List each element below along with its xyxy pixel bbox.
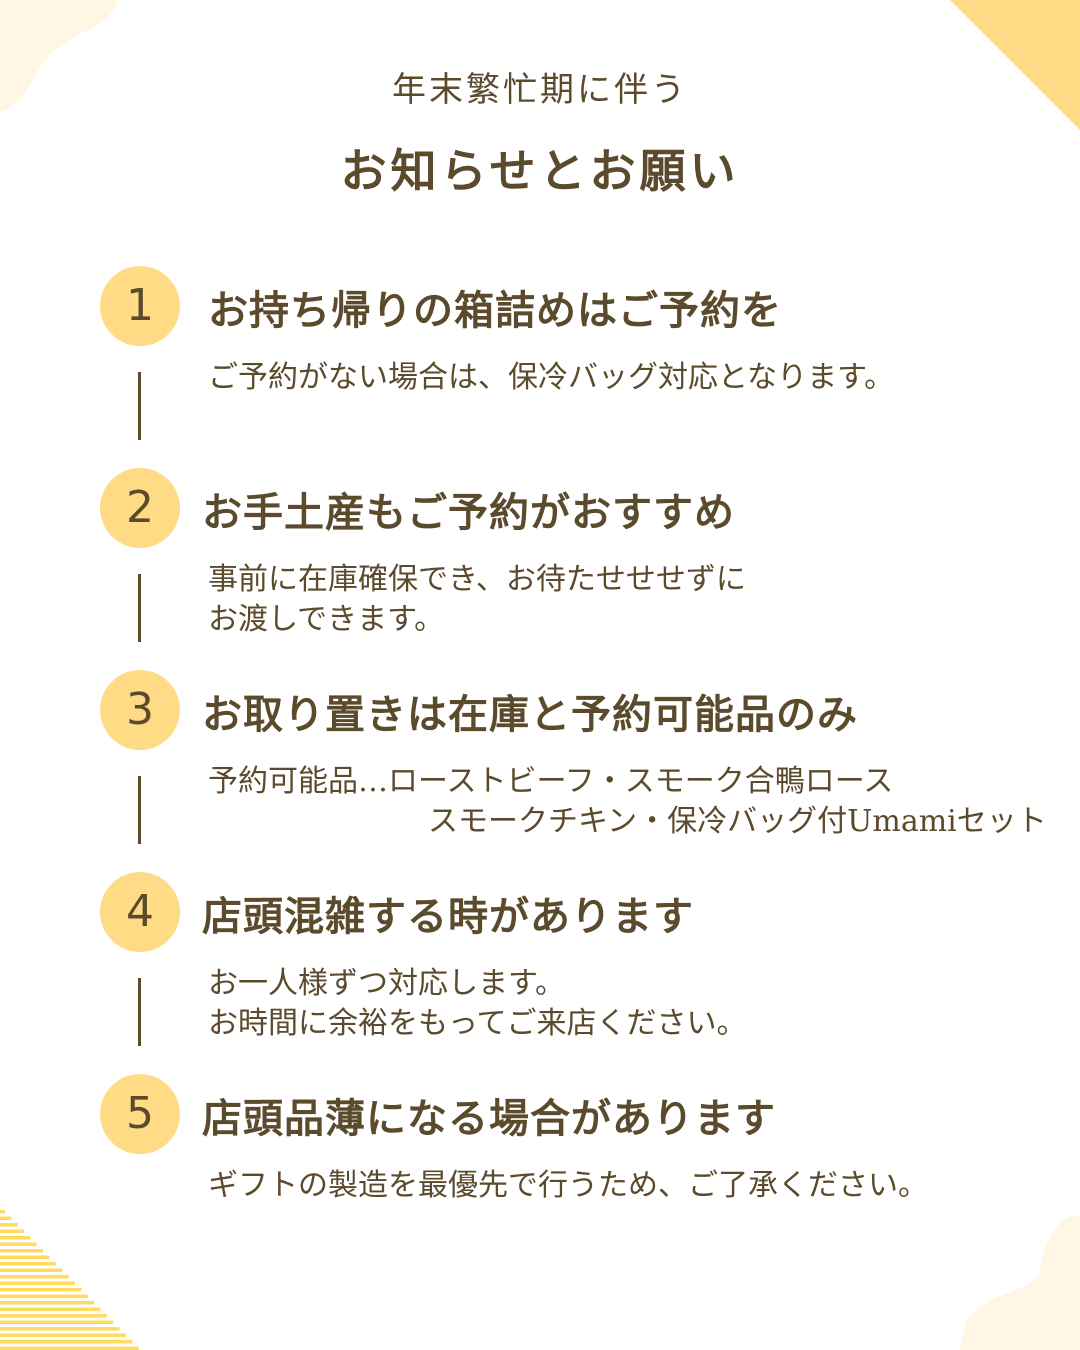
top-right-triangle-decoration — [950, 0, 1080, 130]
notice-heading: お手土産もご予約がおすすめ — [202, 489, 735, 536]
number-badge: 2 — [100, 468, 180, 548]
stripe — [0, 1242, 37, 1246]
page-subtitle: 年末繁忙期に伴う — [392, 70, 688, 110]
stripe — [0, 1327, 120, 1331]
notice-heading: 店頭品薄になる場合があります — [202, 1095, 776, 1142]
notice-heading: お取り置きは在庫と予約可能品のみ — [202, 691, 858, 738]
stripe — [0, 1294, 88, 1298]
description-line: 事前に在庫確保でき、お待たせせせずに — [208, 562, 746, 597]
stripe — [0, 1236, 31, 1240]
stripe — [0, 1346, 139, 1350]
stripe — [0, 1255, 50, 1259]
stripe — [0, 1262, 56, 1266]
stripe — [0, 1314, 107, 1318]
number-badge: 3 — [100, 670, 180, 750]
stripe — [0, 1229, 25, 1233]
stripe — [0, 1249, 44, 1253]
description-line: お一人様ずつ対応します。 — [208, 966, 565, 1001]
description-line: スモークチキン・保冷バッグ付Umamiセット — [428, 804, 1047, 839]
stripe — [0, 1307, 101, 1311]
divider-line — [138, 372, 141, 440]
stripe — [0, 1216, 12, 1220]
top-left-blob-decoration — [0, 0, 118, 112]
stripe — [0, 1333, 126, 1337]
stripe — [0, 1275, 69, 1279]
stripe — [0, 1268, 63, 1272]
number-badge: 4 — [100, 872, 180, 952]
description-line: お時間に余裕をもってご来店ください。 — [208, 1006, 747, 1041]
notice-description: 事前に在庫確保でき、お待たせせせずにお渡しできます。 — [208, 560, 746, 640]
notice-description: ギフトの製造を最優先で行うため、ご了承ください。 — [208, 1166, 928, 1206]
stripe — [0, 1340, 133, 1344]
notice-description: 予約可能品…ローストビーフ・スモーク合鴨ローススモークチキン・保冷バッグ付Uma… — [208, 762, 1047, 842]
stripe — [0, 1210, 5, 1214]
divider-line — [138, 978, 141, 1046]
stripe — [0, 1281, 75, 1285]
stripe — [0, 1288, 82, 1292]
stripe — [0, 1301, 95, 1305]
notice-heading: お持ち帰りの箱詰めはご予約を — [208, 287, 782, 334]
bottom-left-stripes-decoration — [0, 1210, 139, 1350]
bottom-right-blob-decoration — [960, 1215, 1080, 1350]
stripe — [0, 1223, 18, 1227]
number-badge: 1 — [100, 266, 180, 346]
number-badge: 5 — [100, 1074, 180, 1154]
divider-line — [138, 574, 141, 642]
stripe — [0, 1320, 114, 1324]
notice-heading: 店頭混雑する時があります — [202, 893, 694, 940]
description-line: ご予約がない場合は、保冷バッグ対応となります。 — [208, 360, 895, 395]
page-title: お知らせとお願い — [340, 144, 740, 198]
description-line: 予約可能品…ローストビーフ・スモーク合鴨ロース — [208, 764, 894, 799]
notice-description: お一人様ずつ対応します。お時間に余裕をもってご来店ください。 — [208, 964, 747, 1044]
description-line: ギフトの製造を最優先で行うため、ご了承ください。 — [208, 1168, 928, 1203]
description-line: お渡しできます。 — [208, 602, 445, 637]
divider-line — [138, 776, 141, 844]
notice-description: ご予約がない場合は、保冷バッグ対応となります。 — [208, 358, 894, 398]
